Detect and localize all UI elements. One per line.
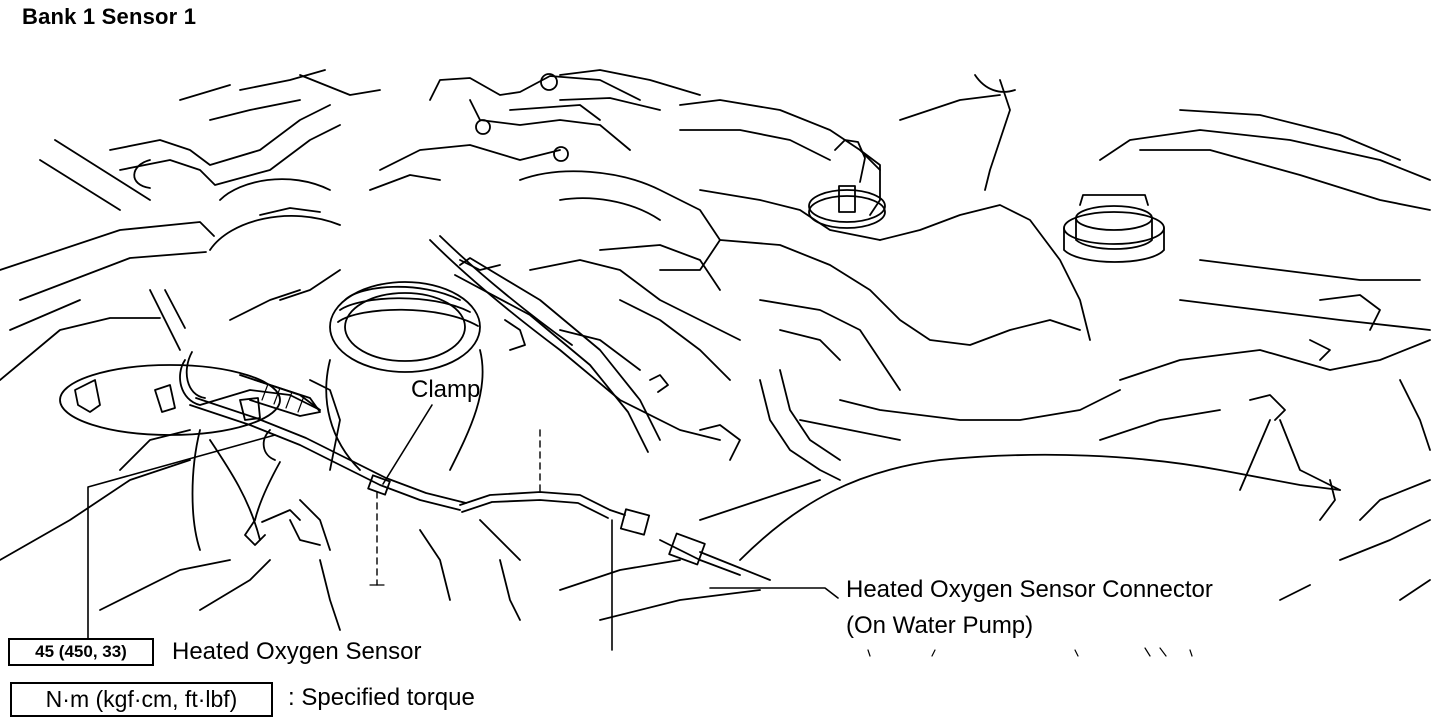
torque-unit-box: N·m (kgf·cm, ft·lbf) [10,682,273,717]
intake-manifold-top [369,69,701,191]
right-fender [1099,339,1431,601]
torque-value-box: 45 (450, 33) [8,638,154,666]
heated-oxygen-sensor-label: Heated Oxygen Sensor [172,638,422,665]
dashed-reference-lines [369,429,541,586]
misc-hoses [149,257,841,631]
lower-body-panel [559,453,1341,621]
air-intake-hose [209,178,484,471]
connector-label-line2: (On Water Pump) [846,612,1034,639]
exhaust-manifold [59,269,341,551]
oil-filler-cap [808,139,886,229]
connector-label-line1: Heated Oxygen Sensor Connector [846,576,1213,603]
sensor-wire-harness [179,351,771,581]
radiator-cap [1063,109,1431,361]
diagram-title: Bank 1 Sensor 1 [22,4,197,29]
specified-torque-legend: : Specified torque [288,684,475,711]
engine-block-center [429,170,741,461]
clamp-label: Clamp [411,376,481,403]
bottom-ticks [867,647,1193,657]
upper-left-hoses [109,69,381,189]
valve-cover [679,74,1121,441]
left-fender-outline [0,139,271,611]
leader-lines [87,404,839,651]
